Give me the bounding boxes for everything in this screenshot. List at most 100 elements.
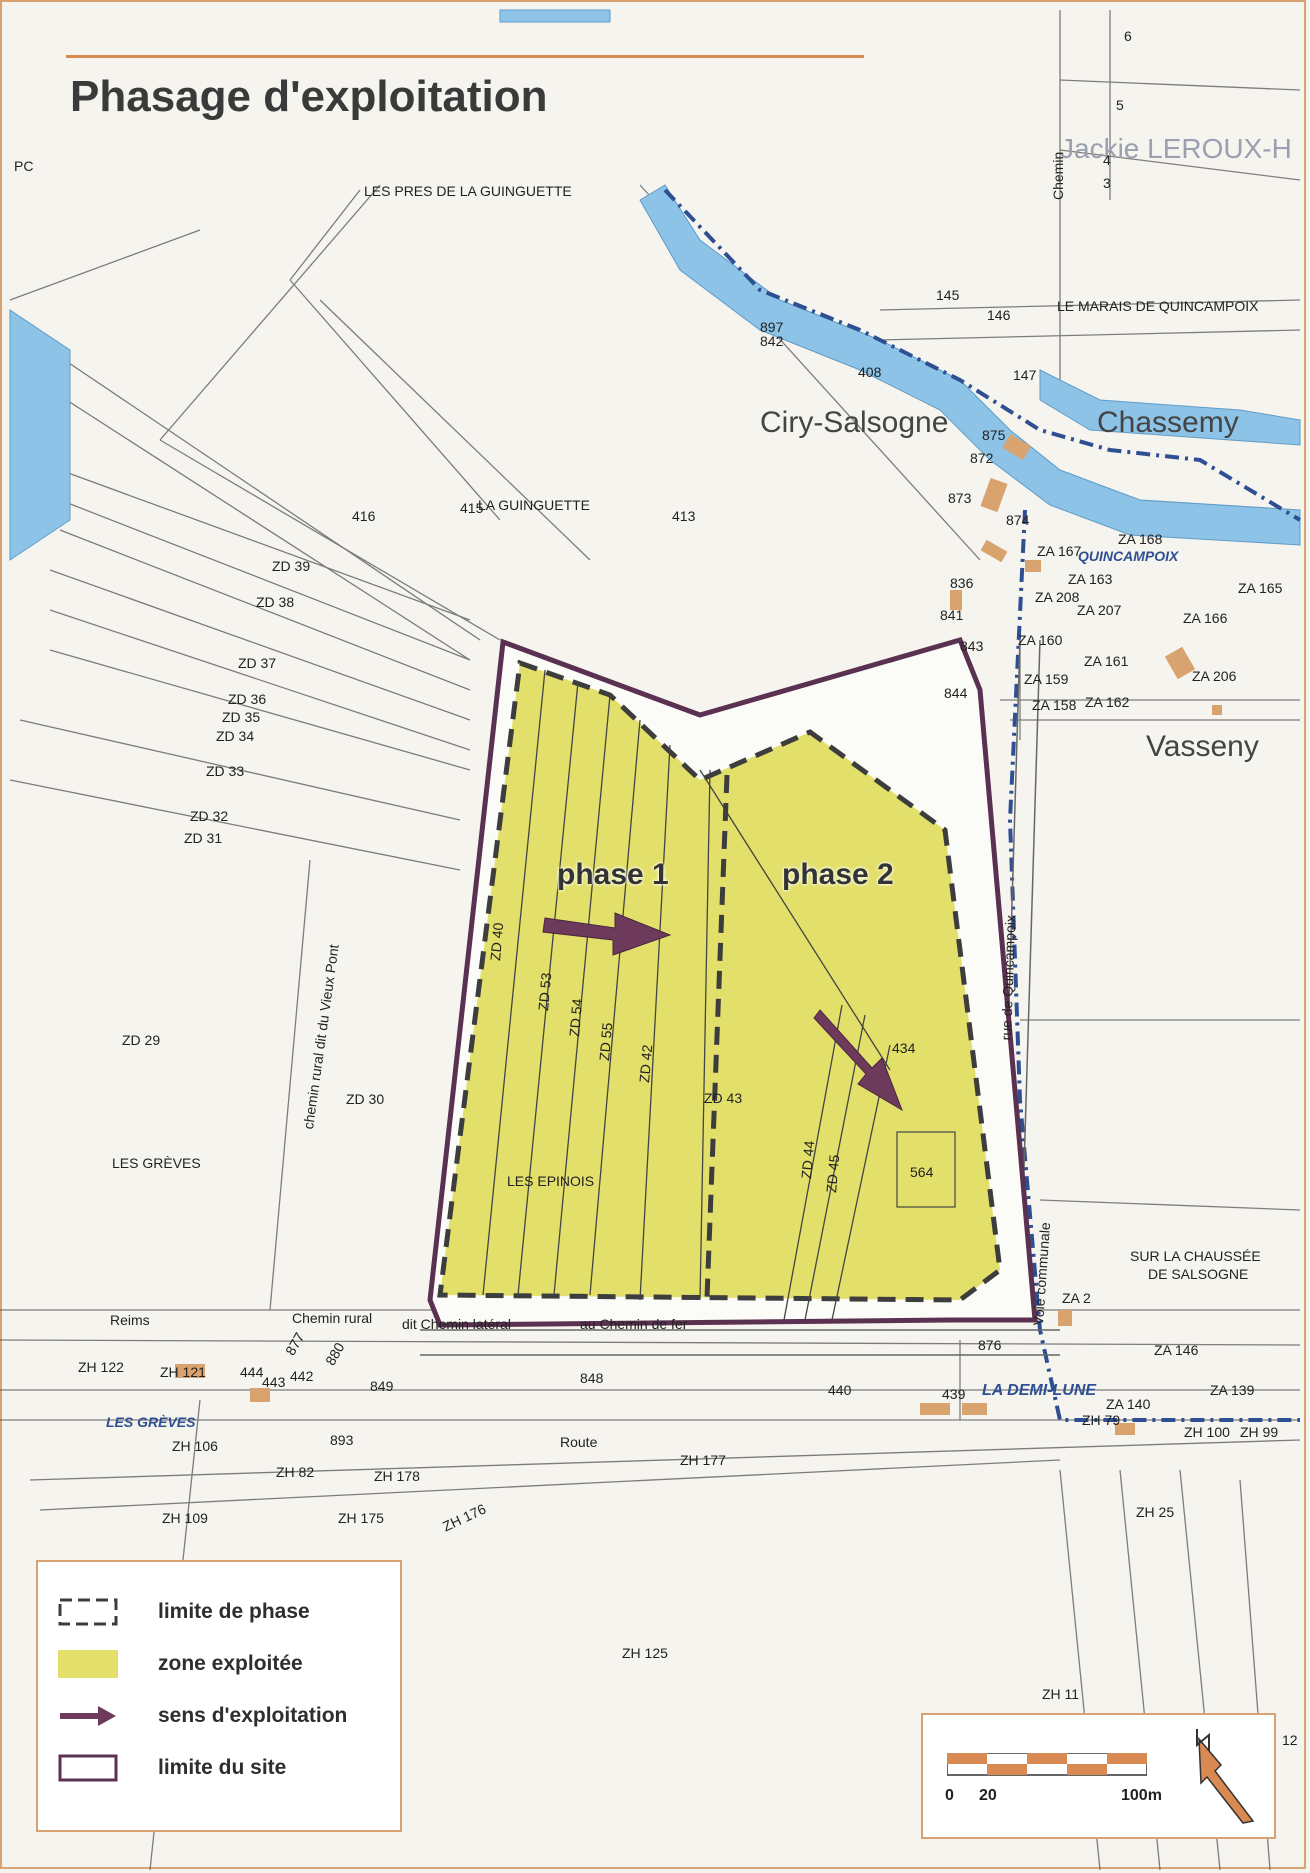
parcel-label: ZA 140	[1106, 1396, 1151, 1412]
parcel-label: 145	[936, 287, 960, 303]
phase-2-label: phase 2	[782, 858, 894, 891]
parcel-label: ZA 165	[1238, 580, 1283, 596]
parcel-label: ZD 40	[487, 922, 507, 962]
road-label: au Chemin de fer	[580, 1316, 688, 1332]
parcel-label: 874	[1006, 512, 1030, 528]
parcel-label: 849	[370, 1378, 394, 1394]
parcel-label: ZD 29	[122, 1032, 161, 1048]
map-legend: limite de phase zone exploitée sens d'ex…	[36, 1560, 402, 1832]
parcel-label: 897	[760, 319, 784, 335]
place-label: DE SALSOGNE	[1148, 1266, 1249, 1282]
parcel-label: 875	[982, 427, 1006, 443]
parcel-label: 434	[892, 1040, 916, 1056]
road-label: Chemin	[1050, 151, 1066, 200]
parcel-label: ZD 53	[535, 972, 555, 1012]
parcel-label: ZD 45	[823, 1154, 843, 1194]
parcel-label: ZH 11	[1042, 1686, 1080, 1702]
parcel-label: ZA 162	[1085, 694, 1130, 710]
parcel-label: ZD 36	[228, 691, 267, 707]
parcel-label: 413	[672, 508, 696, 524]
parcel-label: ZH 121	[160, 1364, 206, 1380]
parcel-label: ZA 160	[1018, 632, 1063, 648]
place-label: LES EPINOIS	[507, 1173, 595, 1189]
parcel-label: ZH 79	[1082, 1412, 1121, 1428]
parcel-label: 416	[352, 508, 376, 524]
parcel-label: ZD 43	[704, 1090, 743, 1106]
parcel-label: ZA 206	[1192, 668, 1237, 684]
parcel-label: ZH 177	[680, 1452, 726, 1468]
parcel-label: ZA 159	[1024, 671, 1069, 687]
parcel-label: 146	[987, 307, 1011, 323]
parcel-label: ZD 54	[566, 998, 586, 1038]
site-limit-symbol	[58, 1754, 118, 1782]
phase-1-label: phase 1	[557, 858, 669, 891]
phase-limit-symbol	[58, 1598, 118, 1626]
parcel-label: ZH 175	[338, 1510, 384, 1526]
place-label: QUINCAMPOIX	[1078, 548, 1179, 564]
parcel-label: ZA 163	[1068, 571, 1113, 587]
parcel-label: 442	[290, 1368, 314, 1384]
parcel-label: ZD 38	[256, 594, 295, 610]
road-label: Route	[560, 1434, 598, 1450]
legend-label: limite du site	[158, 1756, 287, 1779]
scale-hundred: 100m	[1121, 1787, 1162, 1804]
parcel-label: 841	[940, 607, 964, 623]
place-label: LA GUINGUETTE	[478, 497, 591, 513]
scale-zero: 0	[945, 1787, 954, 1804]
parcel-label: ZD 30	[346, 1091, 385, 1107]
parcel-label: ZD 32	[190, 808, 229, 824]
parcel-label: 4	[1103, 152, 1111, 168]
parcel-label: ZA 207	[1077, 602, 1122, 618]
parcel-label: ZA 158	[1032, 697, 1077, 713]
scale-bar-box: 0 20 100m	[921, 1713, 1276, 1839]
title-rule	[66, 55, 864, 58]
parcel-label: 6	[1124, 28, 1132, 44]
parcel-label: 893	[330, 1432, 354, 1448]
town-label: Chassemy	[1097, 406, 1239, 439]
parcel-label: ZA 146	[1154, 1342, 1199, 1358]
parcel-label: 564	[910, 1164, 934, 1180]
place-label: LES PRES DE LA GUINGUETTE	[364, 183, 572, 199]
scale-twenty: 20	[979, 1787, 997, 1804]
parcel-label: 848	[580, 1370, 604, 1386]
cadastral-lines	[0, 10, 1301, 1871]
parcel-label: ZH 178	[374, 1468, 420, 1484]
parcel-label: ZD 34	[216, 728, 255, 744]
parcel-label: ZD 39	[272, 558, 311, 574]
legend-label: limite de phase	[158, 1600, 310, 1623]
parcel-label: ZD 31	[184, 830, 223, 846]
legend-label: sens d'exploitation	[158, 1704, 348, 1727]
place-label: LA DEMI-LUNE	[982, 1382, 1097, 1399]
town-label: Vasseny	[1146, 730, 1259, 763]
parcel-label: 439	[942, 1386, 966, 1402]
parcel-label: ZH 82	[276, 1464, 315, 1480]
stamp-name: Jackie LEROUX-H	[1060, 133, 1292, 164]
parcel-label: ZH 99	[1240, 1424, 1279, 1440]
parcel-label: ZA 161	[1084, 653, 1129, 669]
parcel-label: ZD 42	[636, 1044, 656, 1084]
parcel-label: ZA 208	[1035, 589, 1080, 605]
parcel-label: 147	[1013, 367, 1037, 383]
north-arrow-icon	[1196, 1729, 1255, 1824]
parcel-label: ZA 139	[1210, 1382, 1255, 1398]
parcel-label: 415	[460, 500, 484, 516]
parcel-label: 843	[960, 638, 984, 654]
legend-label: zone exploitée	[158, 1652, 303, 1675]
phase-limit-divider	[704, 774, 730, 1299]
parcel-label: ZH 100	[1184, 1424, 1230, 1440]
parcel-label: 876	[978, 1337, 1002, 1353]
place-label: LES GRÈVES	[106, 1414, 196, 1430]
direction-arrow-symbol	[60, 1706, 116, 1726]
page-title: Phasage d'exploitation	[70, 72, 548, 121]
parcel-label: 872	[970, 450, 994, 466]
road-label: Reims	[110, 1312, 150, 1328]
parcel-label: ZH 125	[622, 1645, 668, 1661]
parcel-label: 440	[828, 1382, 852, 1398]
parcel-label: ZD 44	[798, 1140, 818, 1180]
town-label: Ciry-Salsogne	[760, 406, 949, 439]
road-label: PC	[14, 158, 34, 174]
parcel-label: ZA 166	[1183, 610, 1228, 626]
parcel-label: ZH 109	[162, 1510, 208, 1526]
